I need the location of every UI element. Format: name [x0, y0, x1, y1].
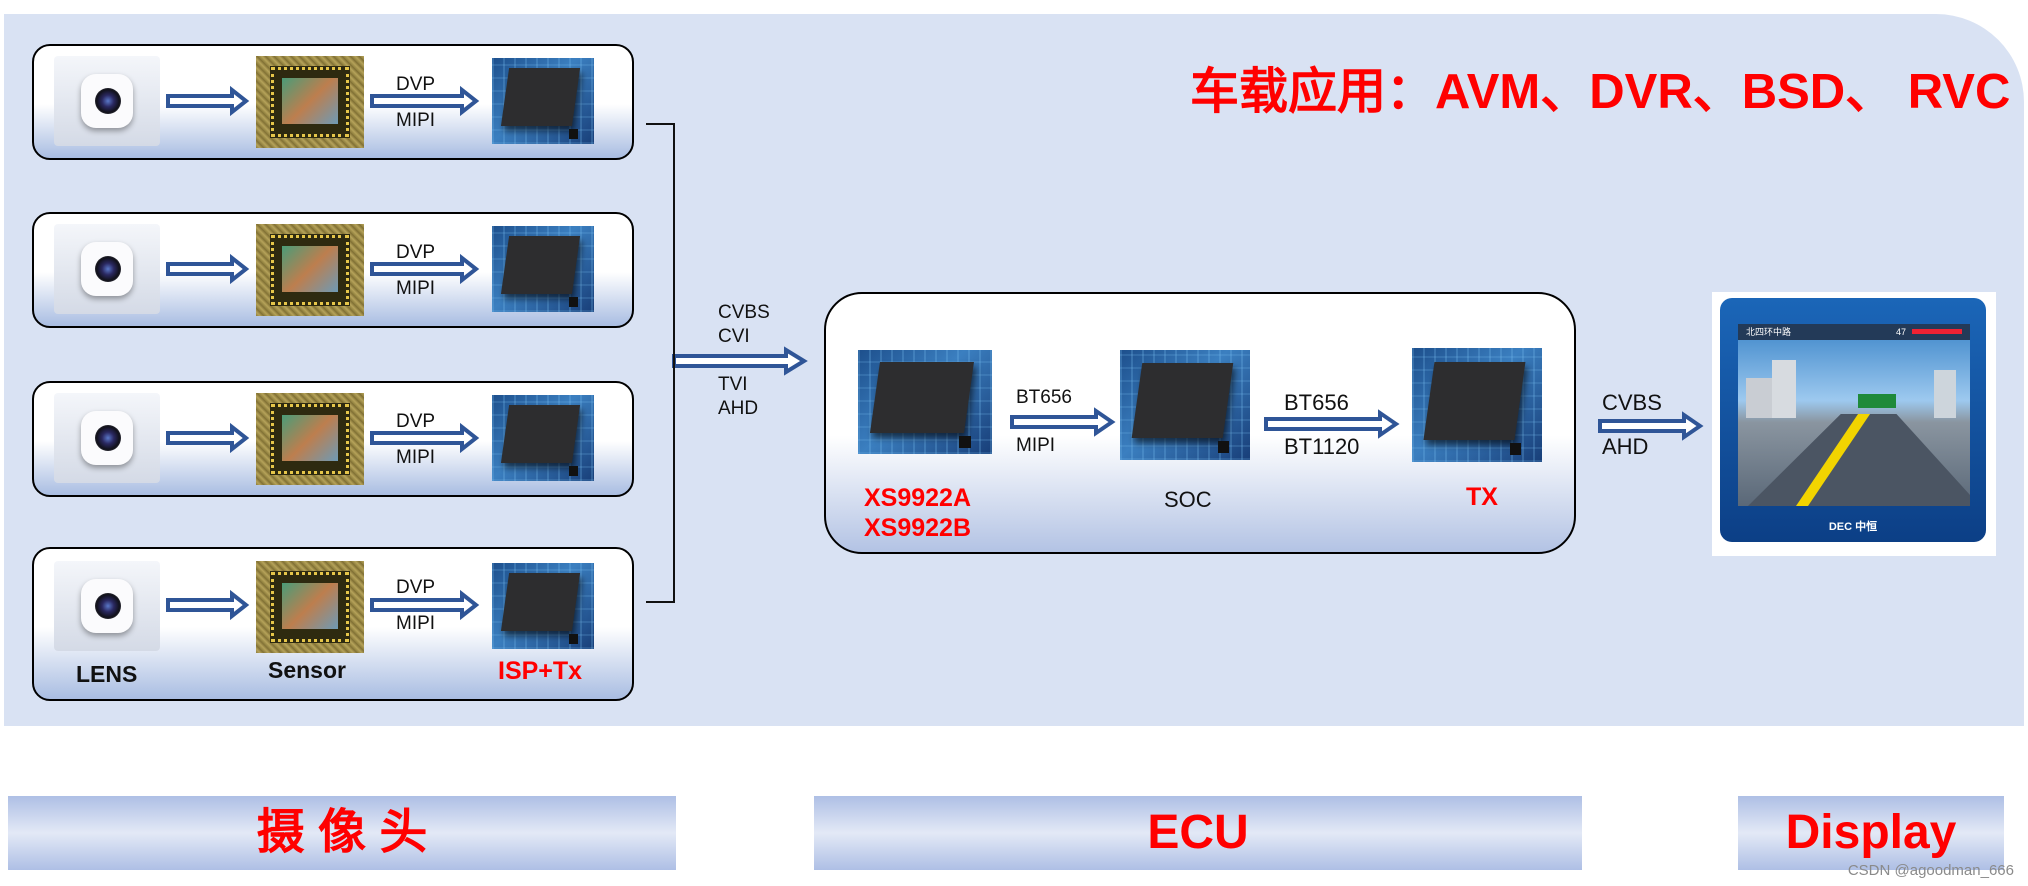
link-label-mipi: MIPI: [396, 278, 436, 299]
section-bar-display: Display: [1738, 796, 2004, 870]
soc-label: SOC: [1164, 487, 1212, 512]
output-label-cvbs: CVBS: [1602, 390, 1662, 415]
section-bar-ecu: ECU: [814, 796, 1582, 870]
arrow-sensor-to-isp: [370, 422, 480, 454]
arrow-sensor-to-isp: [370, 85, 480, 117]
camera-module-4: DVP MIPI LENS Sensor ISP+Tx: [32, 547, 634, 701]
lens-label: LENS: [76, 661, 138, 687]
arrow-soc-to-tx: [1264, 409, 1400, 439]
bus-label-tvi: TVI: [718, 374, 748, 395]
arrow-deser-to-soc: [1010, 407, 1116, 437]
link-label-dvp: DVP: [396, 74, 436, 95]
watermark: CSDN @agoodman_666: [1847, 862, 2014, 879]
deserializer-chip-image: [858, 350, 992, 454]
display-device: 北四环中路 47 DEC 中恒: [1720, 298, 1986, 542]
ecu-link2-bt656: BT656: [1284, 390, 1349, 415]
screen-distance: 47: [1895, 327, 1906, 337]
lens-image: [54, 56, 160, 146]
arrow-lens-to-sensor: [166, 589, 250, 621]
arrow-tx-to-display: [1598, 411, 1704, 441]
isp-chip-image: [492, 563, 594, 649]
page-title: 车载应用：AVM、DVR、BSD、 RVC: [1190, 65, 2011, 119]
bus-bracket: [646, 123, 675, 603]
arrow-bus-to-ecu: [672, 346, 808, 376]
arrow-lens-to-sensor: [166, 422, 250, 454]
image-sensor-image: [256, 393, 364, 485]
link-label-mipi: MIPI: [396, 447, 436, 468]
link-label-dvp: DVP: [396, 577, 436, 598]
deserializer-model-b: XS9922B: [864, 514, 972, 542]
arrow-lens-to-sensor: [166, 85, 250, 117]
deserializer-model-a: XS9922A: [864, 484, 972, 512]
output-label-ahd: AHD: [1602, 434, 1649, 459]
soc-chip-image: [1120, 350, 1250, 460]
tx-chip-image: [1412, 348, 1542, 462]
arrow-sensor-to-isp: [370, 589, 480, 621]
arrow-sensor-to-isp: [370, 253, 480, 285]
section-label-camera: 摄 像 头: [256, 806, 428, 859]
bus-label-cvi: CVI: [718, 326, 750, 347]
camera-module-3: DVP MIPI: [32, 381, 634, 497]
navigation-screen: 北四环中路 47: [1738, 324, 1970, 506]
link-label-dvp: DVP: [396, 411, 436, 432]
image-sensor-image: [256, 224, 364, 316]
screen-road-label: 北四环中路: [1746, 327, 1792, 337]
camera-module-1: DVP MIPI: [32, 44, 634, 160]
section-label-display: Display: [1785, 806, 1957, 859]
image-sensor-image: [256, 561, 364, 653]
section-label-ecu: ECU: [1147, 806, 1249, 859]
bus-label-ahd: AHD: [718, 398, 759, 419]
ecu-link1-mipi: MIPI: [1016, 435, 1056, 456]
isp-tx-label: ISP+Tx: [498, 657, 583, 685]
lens-image: [54, 224, 160, 314]
display-brand: DEC 中恒: [1828, 521, 1878, 533]
ecu-link1-bt656: BT656: [1016, 387, 1072, 408]
image-sensor-image: [256, 56, 364, 148]
link-label-mipi: MIPI: [396, 613, 436, 634]
link-label-dvp: DVP: [396, 242, 436, 263]
section-bar-camera: 摄 像 头: [8, 796, 676, 870]
tx-label: TX: [1466, 483, 1498, 511]
ecu-link2-bt1120: BT1120: [1284, 434, 1360, 459]
bus-label-cvbs: CVBS: [718, 302, 770, 323]
sensor-label: Sensor: [268, 657, 346, 683]
isp-chip-image: [492, 58, 594, 144]
display-image: 北四环中路 47 DEC 中恒: [1712, 292, 1996, 556]
camera-module-2: DVP MIPI: [32, 212, 634, 328]
link-label-mipi: MIPI: [396, 110, 436, 131]
lens-image: [54, 561, 160, 651]
isp-chip-image: [492, 226, 594, 312]
arrow-lens-to-sensor: [166, 253, 250, 285]
isp-chip-image: [492, 395, 594, 481]
lens-image: [54, 393, 160, 483]
